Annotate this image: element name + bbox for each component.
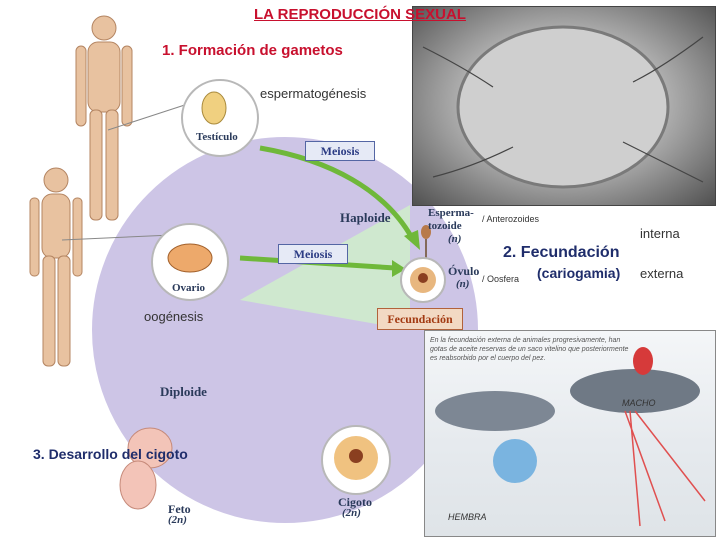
heading-desarrollo: 3. Desarrollo del cigoto [33, 446, 188, 462]
arrow-meiosis-top [259, 145, 415, 240]
label-oogenesis: oogénesis [144, 309, 204, 324]
label-haploide: Haploide [340, 210, 391, 225]
label-testiculo: Testículo [196, 131, 238, 143]
feto-shape [119, 427, 173, 510]
arrowhead-top [404, 230, 420, 250]
fish-fertilization-photo [424, 330, 716, 537]
fish-caption: En la fecundación externa de animales pr… [430, 337, 629, 362]
label-feto: Feto [168, 502, 191, 516]
label-ovulo-n: (n) [456, 278, 470, 290]
haploid-wedge [240, 205, 410, 330]
label-cigoto: Cigoto [338, 495, 372, 509]
egg-sperm-photo [412, 6, 716, 206]
heading-cariogamia: (cariogamia) [537, 265, 621, 281]
meiosis-box-mid: Meiosis [278, 244, 348, 264]
label-oosfera: / Oosfera [482, 274, 520, 284]
label-esperma-n: (n) [448, 233, 462, 245]
fecundacion-box: Fecundación [377, 308, 463, 330]
label-feto-n: (2n) [168, 514, 187, 526]
fish-male-label: MACHO [622, 398, 656, 408]
page-title: LA REPRODUCCIÓN SEXUAL [254, 6, 466, 23]
label-cigoto-n: (2n) [342, 507, 361, 519]
sperm-shape [421, 225, 431, 239]
heading-gametos: 1. Formación de gametos [162, 42, 343, 59]
label-anterozoides: / Anterozoides [482, 214, 540, 224]
heading-fecundacion: 2. Fecundación [503, 244, 620, 261]
arrowhead-mid [392, 260, 406, 277]
egg-photo-detail [422, 25, 704, 189]
label-diploide: Diploide [160, 384, 207, 399]
male-figure [75, 15, 133, 221]
female-figure [29, 167, 83, 367]
label-interna: interna [640, 226, 680, 241]
fish-female-label: HEMBRA [448, 512, 487, 522]
label-esperma-1: Esperma- [428, 207, 474, 219]
meiosis-box-top: Meiosis [305, 141, 375, 161]
label-ovario: Ovario [172, 282, 205, 294]
fish-photo-detail [435, 347, 706, 527]
label-externa: externa [640, 266, 684, 281]
label-espermatogenesis: espermatogénesis [260, 86, 367, 101]
label-ovulo: Óvulo [448, 264, 480, 278]
label-esperma-2: tozoide [428, 220, 462, 232]
